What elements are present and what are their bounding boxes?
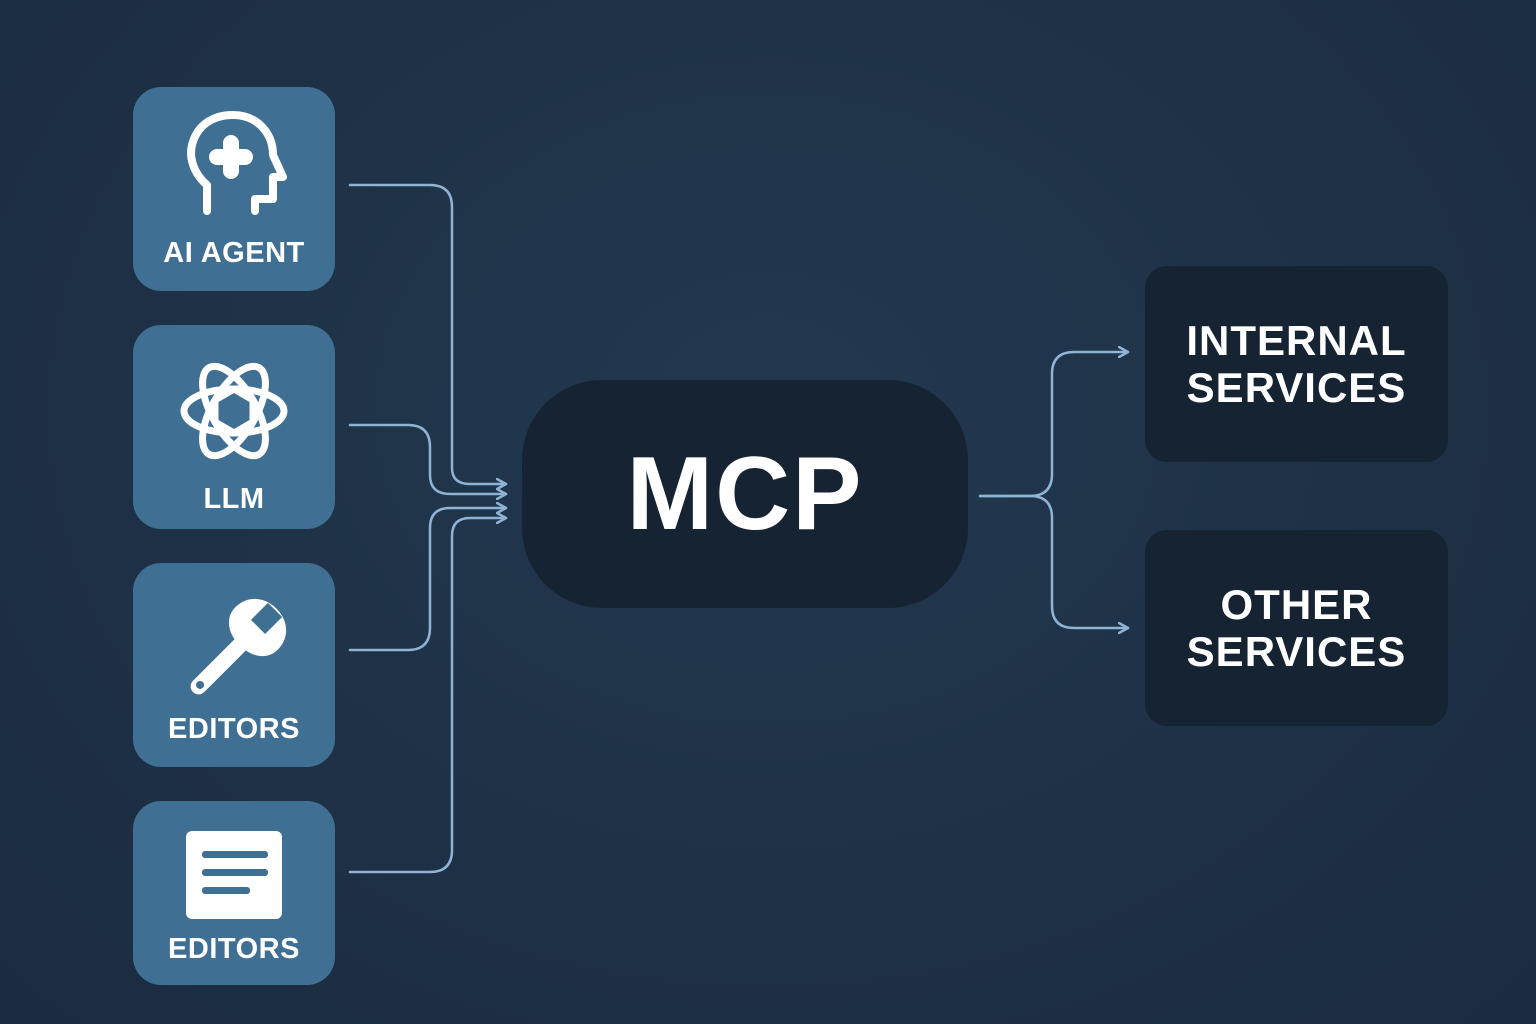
source-card-editors-wrench: EDITORS [133, 563, 335, 767]
source-card-llm: LLM [133, 325, 335, 529]
source-card-editors-document: EDITORS [133, 801, 335, 985]
target-label-line: SERVICES [1186, 364, 1407, 411]
target-card-internal-services: INTERNAL SERVICES [1145, 266, 1448, 462]
target-label-line: SERVICES [1186, 628, 1407, 675]
mcp-hub-label: MCP [626, 435, 864, 552]
source-card-ai-agent: AI AGENT [133, 87, 335, 291]
source-label-ai-agent: AI AGENT [163, 237, 305, 269]
connector-llm-to-mcp [348, 423, 508, 494]
wrench-icon [133, 591, 335, 711]
connector-editors-document-to-mcp [348, 518, 508, 874]
target-label-line: OTHER [1220, 581, 1373, 628]
mcp-hub: MCP [522, 380, 968, 608]
document-icon [133, 829, 335, 921]
openai-knot-icon [133, 349, 335, 473]
target-card-other-services: OTHER SERVICES [1145, 530, 1448, 726]
connector-editors-wrench-to-mcp [348, 508, 508, 652]
connector-ai-agent-to-mcp [348, 183, 508, 484]
connector-mcp-to-internal-services [978, 352, 1130, 498]
source-label-editors-wrench: EDITORS [168, 713, 300, 745]
source-label-editors-document: EDITORS [168, 933, 300, 965]
target-label-line: INTERNAL [1186, 317, 1407, 364]
connector-mcp-to-other-services [978, 494, 1130, 628]
brain-head-icon [133, 107, 335, 217]
source-label-llm: LLM [203, 483, 265, 515]
